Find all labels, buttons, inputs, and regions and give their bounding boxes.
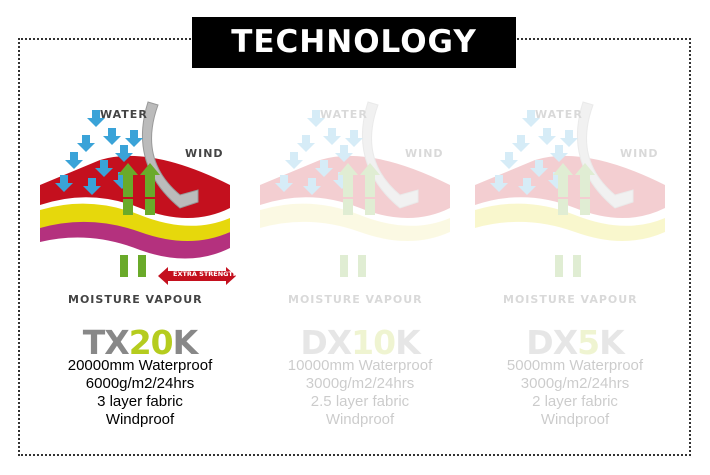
water-arrow-icon	[522, 110, 540, 127]
water-arrow-icon	[55, 175, 73, 192]
magenta-layer	[40, 218, 230, 259]
water-label: WATER	[320, 108, 368, 121]
wind-arrow	[577, 101, 634, 209]
water-arrow-icon	[65, 152, 83, 169]
vapour-arrow-icon	[553, 163, 573, 197]
vapour-arrow-icon	[118, 163, 138, 197]
spec-line: 3000g/m2/24hrs	[520, 375, 630, 392]
vapour-block	[573, 255, 581, 277]
vapour-block	[555, 255, 563, 277]
wind-arrow	[142, 101, 199, 209]
vapour-block	[358, 255, 366, 277]
water-arrow-icon	[500, 152, 518, 169]
spec-line: 6000g/m2/24hrs	[85, 375, 195, 392]
water-arrow-icon	[518, 178, 536, 195]
water-arrow-icon	[530, 160, 548, 177]
water-arrow-icon	[550, 145, 568, 162]
water-arrow-icon	[285, 152, 303, 169]
vapour-arrow-icon	[575, 163, 595, 197]
moisture-vapour-label: MOISTURE VAPOUR	[68, 293, 203, 306]
water-arrow-icon	[345, 130, 363, 147]
water-arrow-icon	[538, 128, 556, 145]
spec-line: 5000mm Waterproof	[506, 357, 644, 374]
product-code: TX20K	[82, 323, 198, 362]
water-arrow-icon	[490, 175, 508, 192]
water-arrow-icon	[87, 110, 105, 127]
water-arrow-icon	[307, 110, 325, 127]
wind-label: WIND	[405, 147, 444, 160]
spec-line: 2.5 layer fabric	[310, 393, 410, 410]
vapour-arrow-icon	[338, 163, 358, 197]
yellow-layer	[260, 203, 450, 241]
water-arrow-icon	[125, 130, 143, 147]
water-arrow-icon	[83, 178, 101, 195]
water-arrow-icon	[95, 160, 113, 177]
yellow-layer	[40, 203, 230, 241]
water-arrow-icon	[303, 178, 321, 195]
water-arrow-icon	[77, 135, 95, 152]
spec-line: 2 layer fabric	[532, 393, 618, 410]
water-arrow-icon	[323, 128, 341, 145]
spec-line: Windproof	[540, 411, 610, 428]
water-arrow-icon	[548, 172, 566, 189]
water-label: WATER	[100, 108, 148, 121]
product-code: DX5K	[526, 323, 624, 362]
spec-line: 3 layer fabric	[97, 393, 183, 410]
extra-strength-arrow	[158, 267, 236, 285]
wind-label: WIND	[620, 147, 659, 160]
water-arrow-icon	[115, 145, 133, 162]
spec-line: 3000g/m2/24hrs	[305, 375, 415, 392]
spec-line: Windproof	[105, 411, 175, 428]
moisture-vapour-label: MOISTURE VAPOUR	[288, 293, 423, 306]
water-arrow-icon	[297, 135, 315, 152]
water-arrow-icon	[315, 160, 333, 177]
product-code: DX10K	[300, 323, 420, 362]
wind-label: WIND	[185, 147, 224, 160]
spec-line: 20000mm Waterproof	[67, 357, 213, 374]
vapour-block	[138, 255, 146, 277]
spec-line: Windproof	[325, 411, 395, 428]
red-layer	[260, 155, 450, 218]
water-label: WATER	[535, 108, 583, 121]
wind-arrow	[362, 101, 419, 209]
red-layer	[475, 155, 665, 218]
water-arrow-icon	[333, 172, 351, 189]
vapour-arrow-icon	[140, 163, 160, 197]
page-title: TECHNOLOGY	[192, 17, 516, 68]
water-arrow-icon	[512, 135, 530, 152]
moisture-vapour-label: MOISTURE VAPOUR	[503, 293, 638, 306]
water-arrow-icon	[335, 145, 353, 162]
yellow-layer	[475, 203, 665, 241]
vapour-block	[340, 255, 348, 277]
vapour-block	[120, 255, 128, 277]
water-arrow-icon	[103, 128, 121, 145]
extra-strength-label: EXTRA STRENGTH	[173, 270, 239, 278]
water-arrow-icon	[275, 175, 293, 192]
vapour-arrow-icon	[360, 163, 380, 197]
water-arrow-icon	[113, 172, 131, 189]
water-arrow-icon	[560, 130, 578, 147]
spec-line: 10000mm Waterproof	[287, 357, 433, 374]
product-panel: WATER WIND MOISTURE VAPOUR EXTRA STRENGTH TX…	[30, 90, 250, 450]
